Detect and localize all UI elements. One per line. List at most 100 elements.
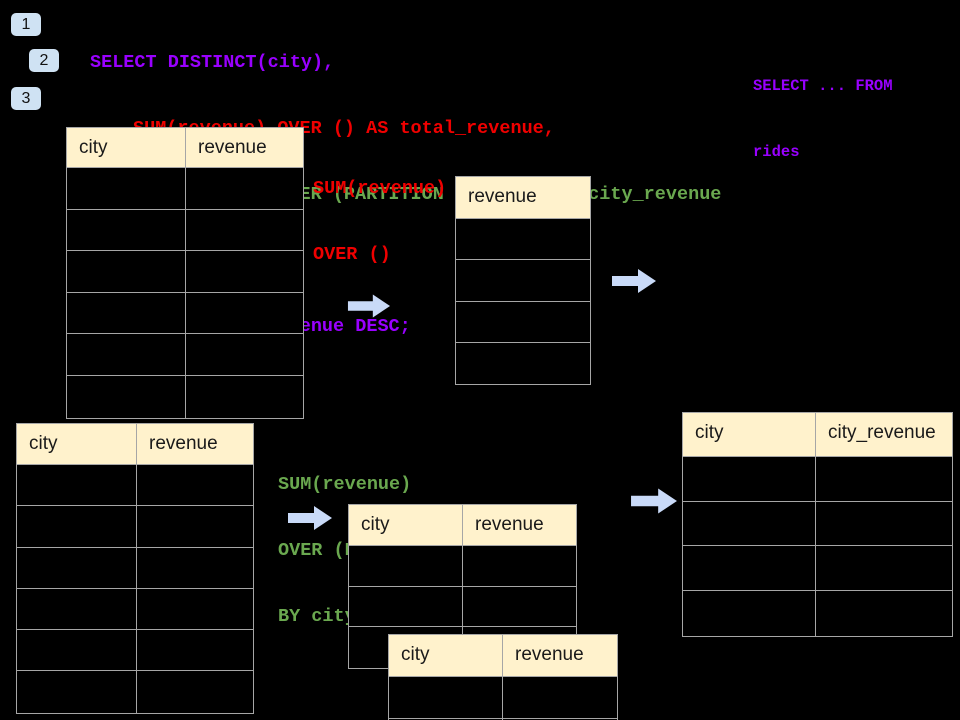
table-cell — [683, 546, 816, 591]
column-header: city — [349, 505, 463, 545]
table-cell — [186, 210, 303, 251]
table-cell — [67, 292, 186, 334]
column-header: city_revenue — [828, 422, 936, 443]
step-badge-3: 3 — [11, 87, 41, 110]
arrow-right-icon — [611, 268, 657, 299]
table-partition-front: city revenue — [388, 634, 618, 720]
column-header: revenue — [198, 137, 267, 158]
table-row — [67, 292, 303, 335]
table-total-result: revenue — [455, 176, 591, 386]
column-header: revenue — [149, 433, 218, 454]
table-cell — [137, 630, 253, 670]
table-row — [17, 465, 253, 507]
table-cell — [186, 251, 303, 292]
column-header: city — [389, 635, 503, 676]
table-row — [17, 547, 253, 589]
table-row — [17, 630, 253, 672]
column-header: city — [67, 128, 186, 167]
label-line: OVER () — [313, 244, 391, 265]
table-cell — [137, 465, 253, 505]
table-row — [67, 209, 303, 252]
arrow-right-icon — [287, 505, 333, 536]
table-cell — [186, 376, 303, 418]
table-row — [456, 219, 590, 261]
table-cell — [463, 587, 576, 627]
table-cell — [816, 591, 952, 636]
table-cell — [67, 251, 186, 292]
side-code-line-2: rides — [753, 143, 800, 161]
table-cell — [456, 260, 590, 300]
table-cell — [816, 457, 952, 501]
table-row — [349, 546, 576, 587]
column-header: revenue — [515, 644, 584, 665]
column-header: revenue — [468, 186, 537, 207]
table-row — [17, 671, 253, 713]
column-header: city — [17, 424, 137, 464]
table-cell — [186, 168, 303, 209]
table-cell — [17, 465, 137, 506]
table-cell — [17, 547, 137, 588]
table-header-row: city revenue — [349, 505, 576, 546]
table-row — [456, 302, 590, 343]
column-header: city — [683, 413, 816, 456]
table-row — [389, 677, 617, 719]
table-cell — [456, 302, 590, 342]
table-cell — [67, 334, 186, 375]
table-cell — [137, 506, 253, 546]
table-cell — [503, 677, 617, 718]
step-badge-1: 1 — [11, 13, 41, 36]
table-header-row: city city_revenue — [683, 413, 952, 457]
table-cell — [683, 501, 816, 546]
column-header: revenue — [475, 514, 544, 535]
table-header-row: revenue — [456, 177, 590, 219]
table-row — [456, 343, 590, 384]
table-cell — [17, 630, 137, 671]
table-row — [67, 334, 303, 376]
table-cell — [17, 506, 137, 547]
table-row — [683, 501, 952, 547]
table-cell — [456, 219, 590, 259]
table-cell — [17, 671, 137, 713]
table-row — [67, 251, 303, 293]
table-cell — [137, 671, 253, 712]
table-cell — [683, 591, 816, 636]
table-row — [683, 546, 952, 592]
table-row — [67, 375, 303, 418]
table-row — [17, 506, 253, 548]
side-code-line-1: SELECT ... FROM — [753, 77, 893, 95]
table-cell — [816, 502, 952, 546]
table-cell — [349, 546, 463, 586]
step-badge-2: 2 — [29, 49, 59, 72]
table-source-top: city revenue — [66, 127, 304, 419]
table-header-row: city revenue — [67, 128, 303, 168]
sql-line-select: SELECT DISTINCT(city), — [90, 52, 335, 73]
table-row — [683, 457, 952, 502]
table-cell — [67, 375, 186, 418]
table-row — [67, 168, 303, 210]
table-cell — [137, 548, 253, 588]
table-row — [349, 586, 576, 628]
table-cell — [456, 343, 590, 384]
side-code-select-from-rides: SELECT ... FROM rides — [753, 31, 893, 207]
table-cell — [186, 293, 303, 334]
table-cell — [17, 588, 137, 630]
table-row — [17, 588, 253, 631]
table-cell — [67, 168, 186, 209]
table-row — [456, 260, 590, 302]
arrow-right-icon — [347, 293, 391, 324]
table-cell — [67, 209, 186, 251]
table-cell — [137, 589, 253, 629]
table-partition-result: city city_revenue — [682, 412, 953, 637]
table-cell — [349, 586, 463, 627]
table-cell — [389, 677, 503, 718]
table-cell — [683, 457, 816, 501]
table-row — [683, 591, 952, 636]
table-header-row: city revenue — [389, 635, 617, 677]
label-line: SUM(revenue) — [278, 474, 412, 495]
arrow-right-icon — [630, 487, 678, 520]
table-source-bottom: city revenue — [16, 423, 254, 714]
table-cell — [463, 546, 576, 586]
label-line: SUM(revenue) — [313, 178, 447, 199]
table-cell — [816, 546, 952, 590]
